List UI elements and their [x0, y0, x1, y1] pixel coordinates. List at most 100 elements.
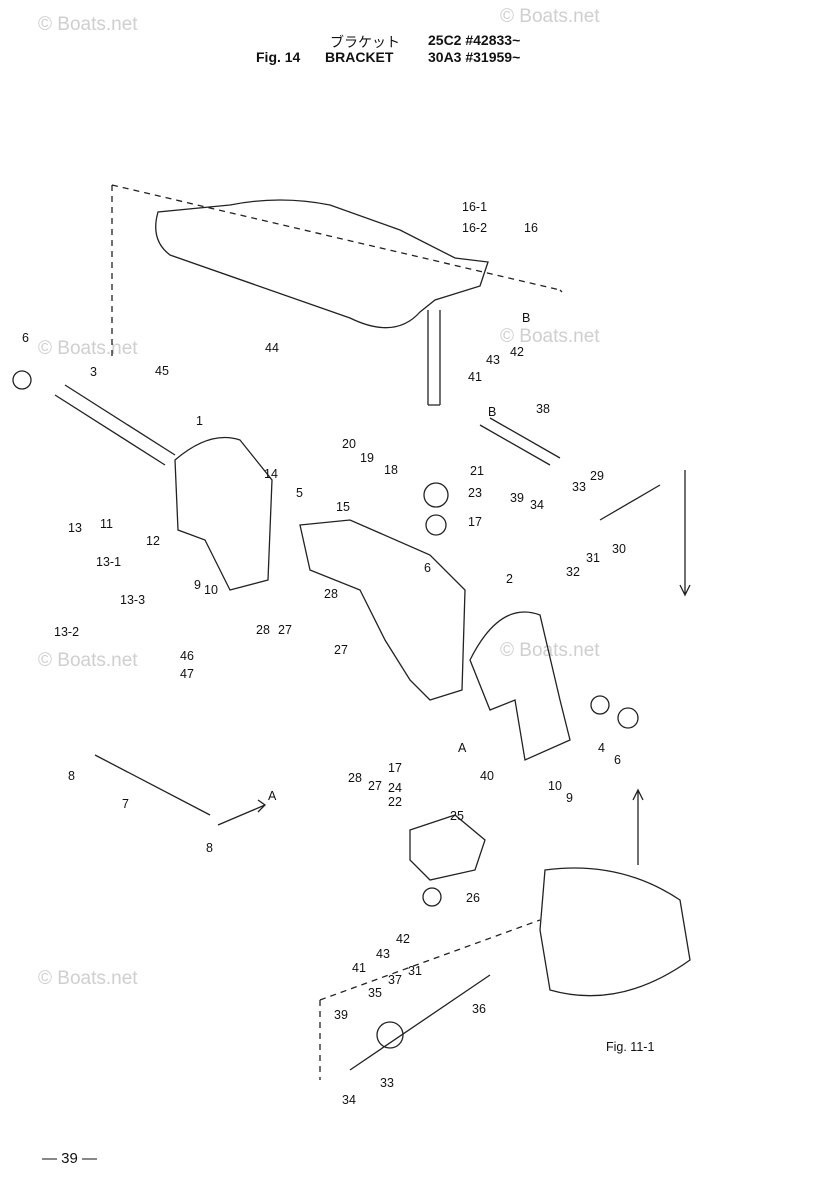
lower-unit-fig-11-1 — [539, 867, 691, 997]
callout: 30 — [612, 542, 626, 556]
callout: 43 — [486, 353, 500, 367]
callout: 17 — [468, 515, 482, 529]
clamp-bracket-right — [469, 611, 571, 761]
callout: 27 — [278, 623, 292, 637]
callout: 16-2 — [462, 221, 487, 235]
thrust-rod-30 — [599, 484, 661, 521]
callout: B — [522, 311, 530, 325]
leader-arrow-up — [632, 788, 644, 865]
callout: 8 — [206, 841, 213, 855]
watermark: © Boats.net — [500, 326, 600, 347]
callout: 42 — [510, 345, 524, 359]
upper-swivel-bracket — [155, 199, 489, 329]
callout: 45 — [155, 364, 169, 378]
tilt-tube — [54, 384, 176, 466]
callout: 9 — [566, 791, 573, 805]
spacer-35 — [376, 1021, 404, 1049]
bushing-17 — [425, 514, 447, 536]
callout: 46 — [180, 649, 194, 663]
callout: 8 — [68, 769, 75, 783]
callout: 33 — [380, 1076, 394, 1090]
clamp-bracket-left — [174, 436, 273, 591]
callout: A — [458, 741, 467, 755]
callout: 44 — [265, 341, 279, 355]
callout: 27 — [334, 643, 348, 657]
callout: 10 — [548, 779, 562, 793]
callout: 16 — [524, 221, 538, 235]
header-jp-title: ブラケット — [330, 34, 400, 50]
callout: 17 — [388, 761, 402, 775]
watermark: © Boats.net — [500, 640, 600, 661]
callout: 35 — [368, 986, 382, 1000]
bracket-outline-dashed — [111, 184, 563, 360]
cap-6 — [617, 707, 639, 729]
tilt-spring-bracket-38 — [479, 417, 561, 466]
callout: 34 — [342, 1093, 356, 1107]
callout: 6 — [424, 561, 431, 575]
watermark: © Boats.net — [38, 968, 138, 989]
leader-arrow-a — [217, 799, 267, 826]
callout: B — [488, 405, 496, 419]
callout: 29 — [590, 469, 604, 483]
callout: 22 — [388, 795, 402, 809]
callout: 39 — [510, 491, 524, 505]
figure-number: Fig. 14 — [256, 49, 301, 65]
callout: 19 — [360, 451, 374, 465]
callout: 27 — [368, 779, 382, 793]
callout: 3 — [90, 365, 97, 379]
callout: 32 — [566, 565, 580, 579]
callout: 21 — [470, 464, 484, 478]
callout: 42 — [396, 932, 410, 946]
callout: 11 — [100, 517, 113, 531]
callout: 18 — [384, 463, 398, 477]
callout-labels: 16-1 16-2 16 B 43 42 41 6 44 45 3 1 11 1… — [22, 200, 654, 1107]
callout: 4 — [598, 741, 605, 755]
lower-mount-bolt — [349, 974, 491, 1071]
callout: 40 — [480, 769, 494, 783]
callout: 38 — [536, 402, 550, 416]
steering-shaft — [427, 310, 441, 406]
callout: 37 — [388, 973, 402, 987]
nut-6 — [12, 370, 32, 390]
watermark: © Boats.net — [38, 338, 138, 359]
lower-mount — [409, 814, 486, 881]
callout: 39 — [334, 1008, 348, 1022]
callout: 5 — [296, 486, 303, 500]
callout: 28 — [348, 771, 362, 785]
callout: 25 — [450, 809, 464, 823]
callout: 28 — [324, 587, 338, 601]
callout: 13 — [68, 521, 82, 535]
callout: 12 — [146, 534, 160, 548]
watermark: © Boats.net — [38, 650, 138, 671]
callout: 23 — [468, 486, 482, 500]
callout: 36 — [472, 1002, 486, 1016]
header-model-1: 25C2 #42833~ — [428, 32, 521, 48]
callout: 13-2 — [54, 625, 79, 639]
figure-title: BRACKET — [325, 49, 394, 65]
callout: 20 — [342, 437, 356, 451]
bushing-4 — [590, 695, 610, 715]
page-number: — 39 — — [42, 1150, 98, 1167]
callout: 31 — [586, 551, 600, 565]
callout: 34 — [530, 498, 544, 512]
callout: 1 — [196, 414, 203, 428]
callout: 41 — [468, 370, 482, 384]
callout: 24 — [388, 781, 402, 795]
callout: 16-1 — [462, 200, 487, 214]
callout: 43 — [376, 947, 390, 961]
callout: 7 — [122, 797, 129, 811]
callout: 10 — [204, 583, 218, 597]
callout: 2 — [506, 572, 513, 586]
callout: 28 — [256, 623, 270, 637]
callout: 31 — [408, 964, 422, 978]
callout: 6 — [22, 331, 29, 345]
callout: A — [268, 789, 277, 803]
callout: 26 — [466, 891, 480, 905]
callout: Fig. 11-1 — [606, 1040, 654, 1054]
washer-23 — [423, 482, 449, 508]
callout: 9 — [194, 578, 201, 592]
callout: 33 — [572, 480, 586, 494]
callout: 15 — [336, 500, 350, 514]
callout: 41 — [352, 961, 366, 975]
